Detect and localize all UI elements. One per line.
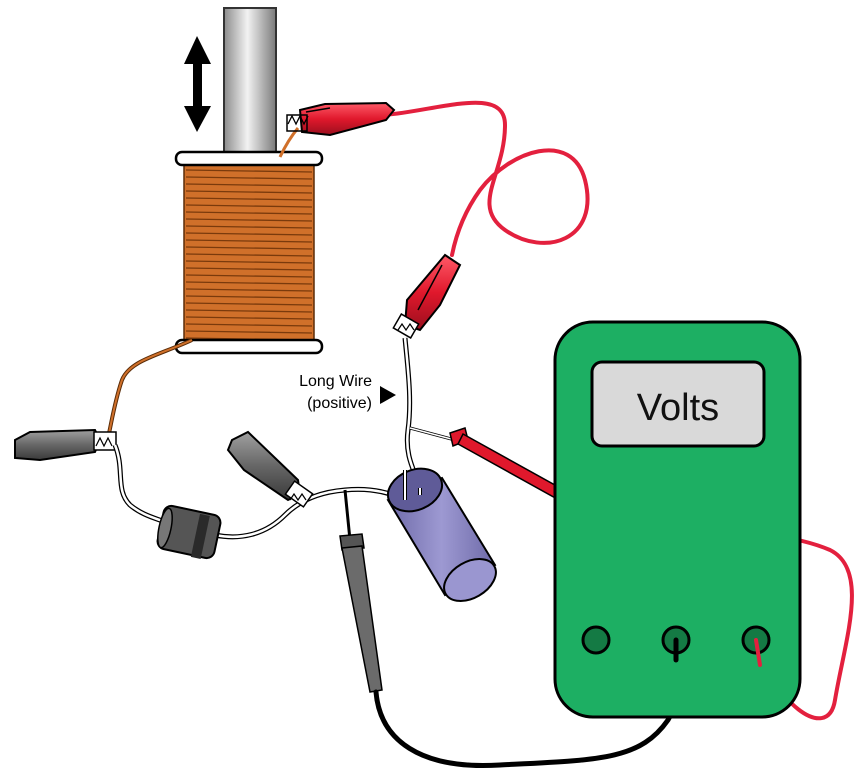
coil [174,150,324,355]
coil-winding [185,281,313,285]
gray-clip-left[interactable] [14,428,117,462]
coil-winding [185,204,313,208]
coil-winding [185,274,313,278]
red-clip-lower[interactable] [392,253,462,339]
coil-winding [185,190,313,194]
magnet-rod[interactable] [223,7,277,159]
coil-winding [185,211,313,215]
long-wire-label: Long Wire (positive) [299,373,396,412]
coil-winding [185,169,313,173]
meter-jack-left[interactable] [581,625,611,655]
red-lead-loop [383,100,590,257]
coil-winding [185,309,313,313]
coil-winding [185,260,313,264]
coil-winding [185,197,313,201]
coil-winding [185,316,313,320]
coil-winding [185,246,313,250]
coil-winding [185,239,313,243]
black-probe[interactable] [339,489,383,693]
coil-winding [185,176,313,180]
double-arrow-up-down-icon [184,36,211,132]
meter-label: Volts [637,387,719,429]
voltmeter: Volts [553,320,802,719]
meter-screen [590,360,766,448]
capacitor[interactable] [382,461,504,610]
coil-winding [185,295,313,299]
coil-winding [185,323,313,327]
red-clip-top[interactable] [286,101,396,137]
diode[interactable] [155,504,222,560]
long-wire-label-line1: Long Wire [299,373,372,390]
triangle-right-icon [380,386,396,404]
coil-winding [185,302,313,306]
coil-winding [185,330,313,334]
coil-winding [185,218,313,222]
coil-winding [185,267,313,271]
coil-winding [185,183,313,187]
coil-winding [185,288,313,292]
coil-winding [185,232,313,236]
coil-bottom-flange [174,338,324,355]
coil-top-flange [174,150,324,167]
gray-clip-middle[interactable] [226,430,314,508]
coil-winding [185,253,313,257]
coil-winding [185,225,313,229]
long-wire-label-line2: (positive) [307,395,372,412]
